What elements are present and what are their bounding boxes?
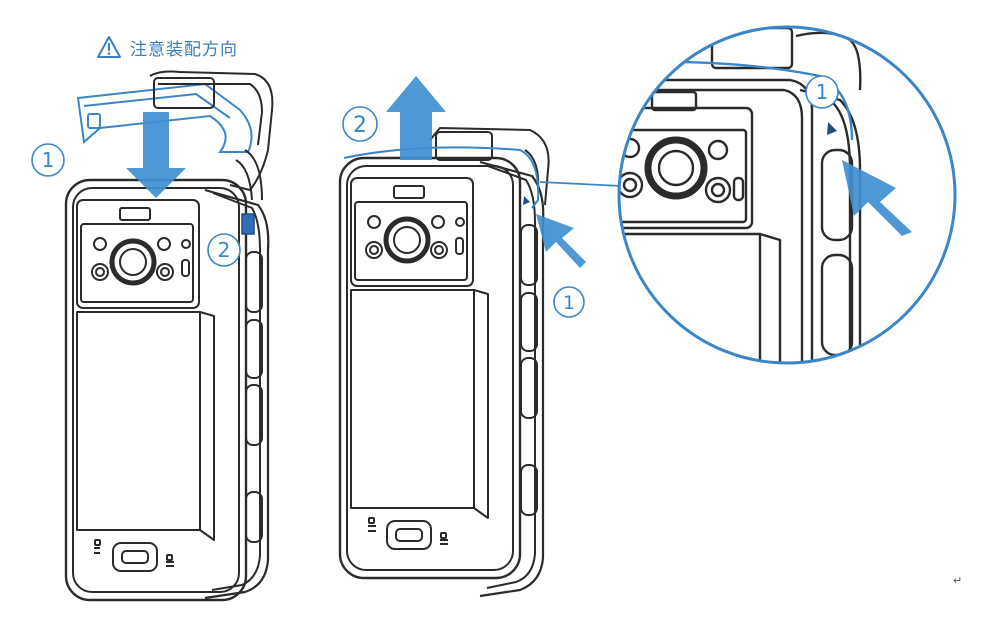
warning-text: 注意装配方向 bbox=[130, 39, 238, 60]
warning-triangle-icon bbox=[97, 36, 121, 58]
step-label-left-1: 1 bbox=[42, 148, 55, 172]
clip-left bbox=[76, 82, 253, 153]
arrow-up-icon bbox=[386, 76, 446, 160]
clip-middle bbox=[343, 146, 540, 209]
zoom-connector bbox=[539, 181, 623, 187]
latch-middle bbox=[523, 196, 530, 205]
device-left bbox=[64, 178, 270, 602]
step-badge-zoom-1 bbox=[805, 75, 839, 109]
holster-top-left bbox=[149, 70, 274, 201]
paragraph-mark: ↵ bbox=[953, 574, 963, 587]
latch-left bbox=[241, 213, 255, 235]
step-label-mid-2: 2 bbox=[353, 113, 367, 138]
step-label-left-2: 2 bbox=[218, 238, 231, 262]
zoom-circle-border bbox=[617, 25, 957, 365]
step-label-mid-1: 1 bbox=[563, 292, 575, 314]
arrow-press-zoom-icon bbox=[842, 160, 912, 236]
assembly-warning: 注意装配方向 bbox=[96, 32, 238, 62]
step-badge-mid-1 bbox=[553, 286, 585, 318]
arrow-down-icon bbox=[126, 112, 186, 198]
device-middle bbox=[338, 156, 545, 598]
zoom-detail bbox=[619, 27, 955, 363]
step-badge-left-2 bbox=[207, 233, 241, 267]
step-badge-mid-2 bbox=[342, 106, 378, 142]
step-label-zoom-1: 1 bbox=[816, 80, 829, 104]
arrow-press-icon bbox=[536, 214, 586, 268]
step-badge-left-1 bbox=[31, 143, 65, 177]
